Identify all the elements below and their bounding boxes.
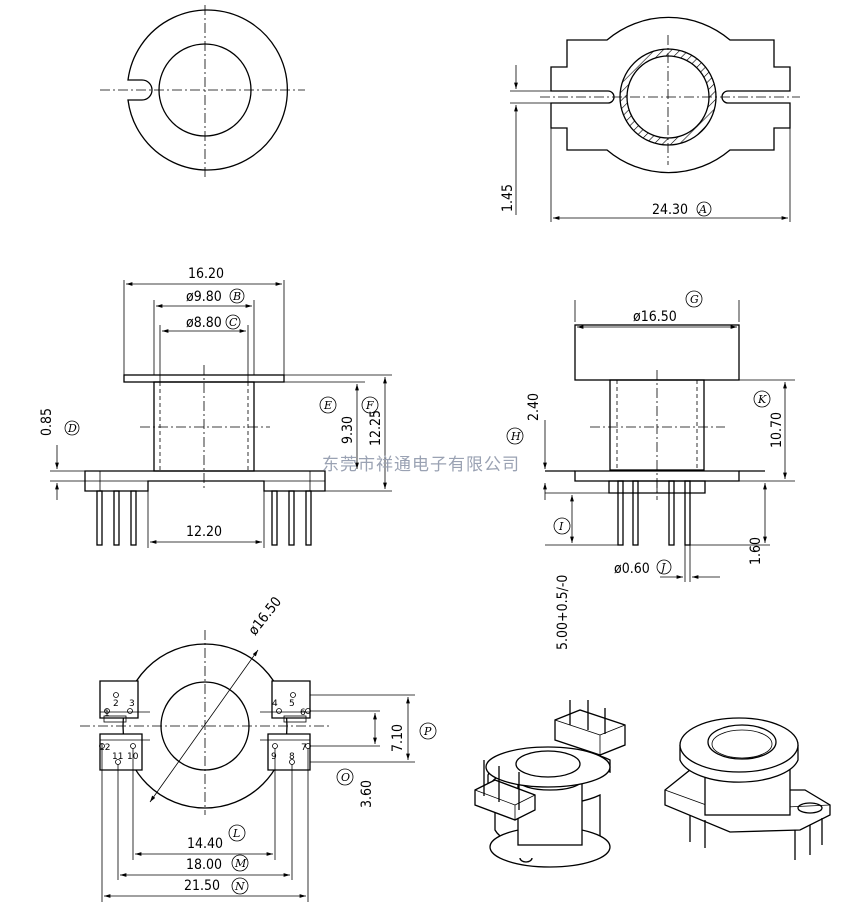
dim-21-50: 21.50 — [184, 878, 220, 894]
side-pins — [617, 480, 691, 546]
dim-9-30: 9.30 — [340, 416, 356, 444]
pin-2: 2 — [113, 699, 119, 709]
label-i: I — [558, 520, 564, 533]
label-d: D — [67, 422, 77, 435]
pin-6: 6 — [300, 708, 306, 718]
dim-16-50-side: ø16.50 — [633, 309, 677, 325]
label-c: C — [229, 316, 238, 329]
label-m: M — [234, 857, 247, 870]
dim-8-80: ø8.80 — [186, 315, 222, 331]
pin-11: 11 — [112, 752, 123, 762]
pin-12: 12 — [99, 743, 110, 753]
bottom-view — [80, 630, 415, 902]
dim-2-40: 2.40 — [526, 393, 542, 421]
dim-16-20: 16.20 — [188, 266, 224, 282]
label-k: K — [757, 393, 767, 406]
dim-1-45: 1.45 — [500, 184, 516, 212]
label-p: P — [423, 725, 432, 738]
label-e: E — [323, 399, 332, 412]
dim-16-50-diag: ø16.50 — [246, 594, 286, 638]
dim-18-00: 18.00 — [186, 857, 222, 873]
pin-9: 9 — [271, 752, 277, 762]
front-pins — [96, 490, 312, 546]
dim-1-60: 1.60 — [748, 537, 764, 565]
label-b: B — [232, 290, 241, 303]
label-o: O — [341, 771, 350, 784]
top-view-flange — [510, 16, 800, 222]
label-f: F — [365, 399, 374, 412]
side-view — [543, 300, 795, 582]
isometric-view-2 — [664, 717, 831, 860]
pin-3: 3 — [129, 699, 135, 709]
label-h: H — [510, 430, 521, 443]
label-l: L — [232, 827, 240, 840]
label-g: G — [690, 293, 699, 306]
dim-0-85: 0.85 — [39, 408, 55, 436]
top-view-ring — [100, 5, 305, 180]
front-view — [50, 280, 392, 548]
watermark: 东莞市祥通电子有限公司 — [322, 455, 520, 475]
pin-10: 10 — [127, 752, 139, 762]
dim-0-60: ø0.60 — [614, 561, 650, 577]
label-a: A — [698, 203, 707, 216]
dim-12-20: 12.20 — [186, 524, 222, 540]
label-n: N — [234, 880, 245, 893]
pin-7: 7 — [301, 743, 307, 753]
dim-10-70: 10.70 — [769, 412, 785, 448]
dim-5-00: 5.00+0.5/-0 — [555, 575, 571, 650]
pin-4: 4 — [272, 699, 278, 709]
dim-12-25: 12.25 — [368, 410, 384, 446]
dim-7-10: 7.10 — [390, 724, 406, 752]
dim-14-40: 14.40 — [187, 836, 223, 852]
pin-numbers: 1 2 3 4 5 6 7 8 9 10 11 12 — [99, 699, 307, 762]
isometric-view-1 — [474, 700, 626, 868]
dim-24-30: 24.30 — [652, 202, 688, 218]
label-j: J — [659, 561, 666, 574]
pin-8: 8 — [289, 752, 295, 762]
dim-3-60: 3.60 — [359, 780, 375, 808]
dim-9-80: ø9.80 — [186, 289, 222, 305]
pin-1: 1 — [104, 709, 110, 719]
pin-5: 5 — [289, 699, 295, 709]
